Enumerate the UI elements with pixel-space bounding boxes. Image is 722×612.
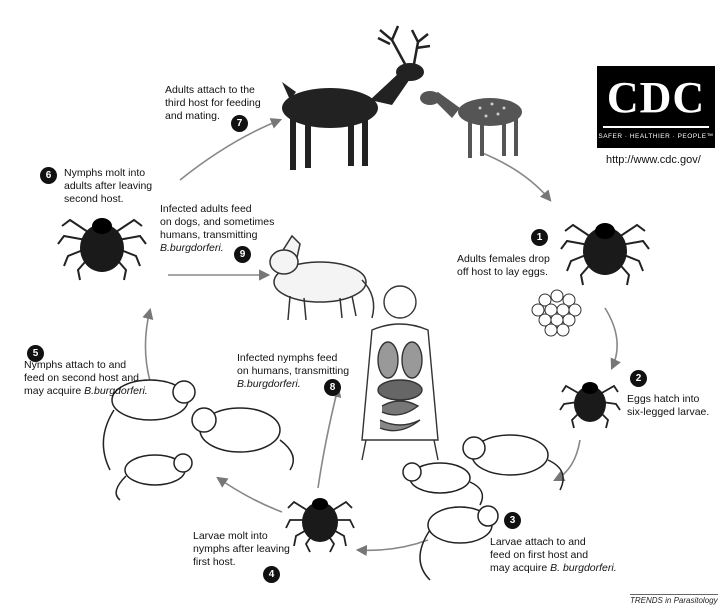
second-host-rodents bbox=[103, 380, 293, 500]
step-6-number: 6 bbox=[40, 167, 57, 184]
arrow-deer-to-adult-tick bbox=[480, 152, 550, 200]
step-4-label: Larvae molt into nymphs after leaving fi… bbox=[193, 530, 290, 569]
step-9-label: Infected adults feed on dogs, and someti… bbox=[160, 203, 274, 255]
step-2-number: 2 bbox=[630, 370, 647, 387]
tick-eggs-cluster bbox=[532, 290, 581, 336]
fawn-illustration bbox=[420, 91, 522, 158]
arrow-eggs-to-larva bbox=[605, 308, 617, 368]
step-5-label: Nymphs attach to and feed on second host… bbox=[24, 359, 148, 398]
nymph-tick-bottom bbox=[286, 498, 354, 552]
step-3-label: Larvae attach to and feed on first host … bbox=[490, 536, 617, 575]
arrow-mice-to-nymph bbox=[358, 540, 428, 550]
dog-illustration bbox=[270, 236, 374, 320]
larva-tick bbox=[560, 382, 620, 428]
cdc-logo-text: CDC bbox=[603, 70, 709, 128]
cdc-tagline: SAFER · HEALTHIER · PEOPLE™ bbox=[597, 133, 715, 140]
cdc-url[interactable]: http://www.cdc.gov/ bbox=[606, 154, 701, 166]
arrow-nymph-tick-to-deer bbox=[180, 120, 280, 180]
cycle-arrows bbox=[145, 120, 617, 550]
arrow-larva-to-mice bbox=[555, 440, 580, 480]
step-6-label: Nymphs molt into adults after leaving se… bbox=[64, 167, 152, 206]
step-1-number: 1 bbox=[531, 229, 548, 246]
source-credit: TRENDS in Parasitology bbox=[630, 594, 718, 605]
step-1-label: Adults females drop off host to lay eggs… bbox=[457, 253, 550, 279]
step-3-number: 3 bbox=[504, 512, 521, 529]
step-8-label: Infected nymphs feed on humans, transmit… bbox=[237, 352, 349, 391]
arrow-nymph-to-human bbox=[318, 388, 338, 488]
step-2-label: Eggs hatch into six-legged larvae. bbox=[627, 393, 709, 419]
arrow-nymph-to-rodents bbox=[218, 478, 282, 512]
buck-deer-illustration bbox=[282, 26, 430, 170]
cdc-logo: CDC SAFER · HEALTHIER · PEOPLE™ bbox=[597, 66, 715, 148]
nymph-tick-left bbox=[58, 218, 146, 280]
step-7-label: Adults attach to the third host for feed… bbox=[165, 84, 261, 123]
adult-tick-upper-right bbox=[561, 223, 649, 285]
